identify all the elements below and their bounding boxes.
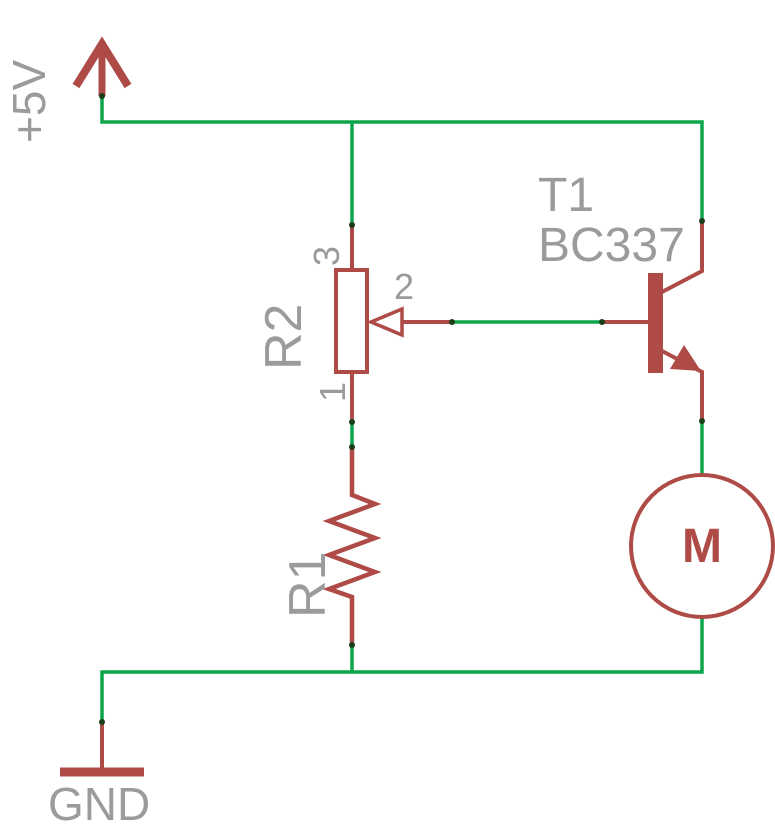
resistor-ref-label: R1 (279, 552, 337, 618)
wire-5v-rail (100, 96, 704, 221)
junction-dot (349, 642, 355, 648)
junction-dot (699, 418, 705, 424)
potentiometer-wiper-arrow (366, 306, 404, 338)
junction-dot (99, 93, 105, 99)
transistor-emitter-arrowhead (670, 345, 701, 371)
potentiometer-body (334, 268, 369, 374)
junction-dot (349, 222, 355, 228)
labels: +5V R2 3 2 1 R1 T1 BC337 GND (3, 60, 685, 830)
part-symbols (60, 36, 775, 777)
transistor-base-bar (648, 273, 663, 373)
junction-dot (349, 419, 355, 425)
potentiometer-pin1-label: 1 (312, 382, 353, 402)
transistor-emitter-lead (661, 349, 704, 423)
resistor-r1-symbol (322, 446, 382, 647)
potentiometer-pin2-label: 2 (394, 266, 414, 307)
junction-dot (99, 719, 105, 725)
transistor-collector-lead (661, 219, 704, 294)
junction-dot (349, 444, 355, 450)
transistor-value-label: BC337 (538, 219, 685, 272)
junction-dot (699, 218, 705, 224)
wire-gnd-rail (100, 618, 704, 722)
transistor-ref-label: T1 (538, 169, 594, 222)
junction-dot (449, 319, 455, 325)
junction-dot (599, 319, 605, 325)
power-5v-label: +5V (3, 60, 55, 143)
potentiometer-pin3-label: 3 (306, 246, 347, 266)
part-filled-shapes (648, 273, 701, 373)
junction-dots (99, 93, 705, 725)
motor-body (629, 473, 775, 619)
gnd-label: GND (48, 778, 150, 830)
potentiometer-ref-label: R2 (255, 304, 313, 370)
wires (100, 96, 704, 722)
power-5v-arrow-head (72, 36, 132, 89)
motor-label-text: M (682, 520, 722, 573)
